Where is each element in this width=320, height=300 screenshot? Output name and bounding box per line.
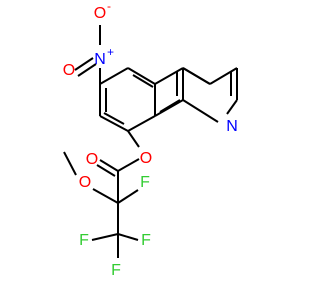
bond-c3-c2 bbox=[209, 67, 238, 85]
atom-fluorine-3: F bbox=[111, 262, 121, 279]
bond-link-c8a bbox=[154, 99, 184, 117]
charge-minus: - bbox=[107, 0, 111, 13]
bond-cf3-f1 bbox=[91, 233, 119, 241]
atom-methoxy-o: O bbox=[79, 174, 91, 191]
bond-co-double-a bbox=[99, 159, 119, 172]
bond-c8-c7-inner bbox=[103, 112, 125, 125]
background bbox=[0, 0, 300, 300]
atom-carbonyl-o: O bbox=[86, 151, 98, 168]
bond-c4-c3 bbox=[182, 67, 211, 85]
bond-o-methyl bbox=[63, 151, 77, 176]
charge-plus: + bbox=[107, 45, 114, 59]
bond-c8a-inner bbox=[159, 99, 181, 113]
atom-nitro-o-left: O bbox=[63, 62, 75, 79]
atom-fluorine-alpha: F bbox=[140, 174, 150, 191]
bond-o-ccarbonyl bbox=[117, 158, 140, 172]
bond-calpha-o bbox=[92, 188, 119, 204]
atom-layer: O - N + O N O O O F F F F bbox=[63, 0, 238, 279]
atom-fluorine-1: F bbox=[79, 232, 89, 249]
bond-c8a-c8 bbox=[127, 115, 156, 132]
bond-c8-o bbox=[127, 130, 140, 148]
atom-ring-n: N bbox=[226, 118, 238, 135]
bond-c8-c7 bbox=[99, 115, 129, 132]
bond-c6-c5 bbox=[99, 67, 129, 85]
molecule-structure: O - N + O N O O O F F F F bbox=[0, 0, 300, 300]
bond-calpha-f bbox=[117, 189, 139, 204]
bond-co-double-b bbox=[96, 164, 116, 177]
bond-c4a-c4 bbox=[154, 67, 184, 85]
bond-n-c8a-b bbox=[182, 99, 219, 123]
bond-n-o-left-b bbox=[77, 63, 97, 77]
atom-nitro-n: N bbox=[94, 51, 106, 68]
atom-fluorine-2: F bbox=[141, 232, 151, 249]
atom-ester-o: O bbox=[140, 150, 152, 167]
bond-cf3-f2 bbox=[117, 233, 139, 241]
bond-c1-n bbox=[226, 99, 238, 115]
bond-layer bbox=[63, 25, 238, 258]
bond-c5-c4a bbox=[127, 67, 156, 85]
bond-c5-c4a-inner bbox=[132, 74, 154, 88]
bond-n-o-left-a bbox=[74, 57, 94, 71]
atom-nitro-o-top: O bbox=[94, 5, 106, 22]
